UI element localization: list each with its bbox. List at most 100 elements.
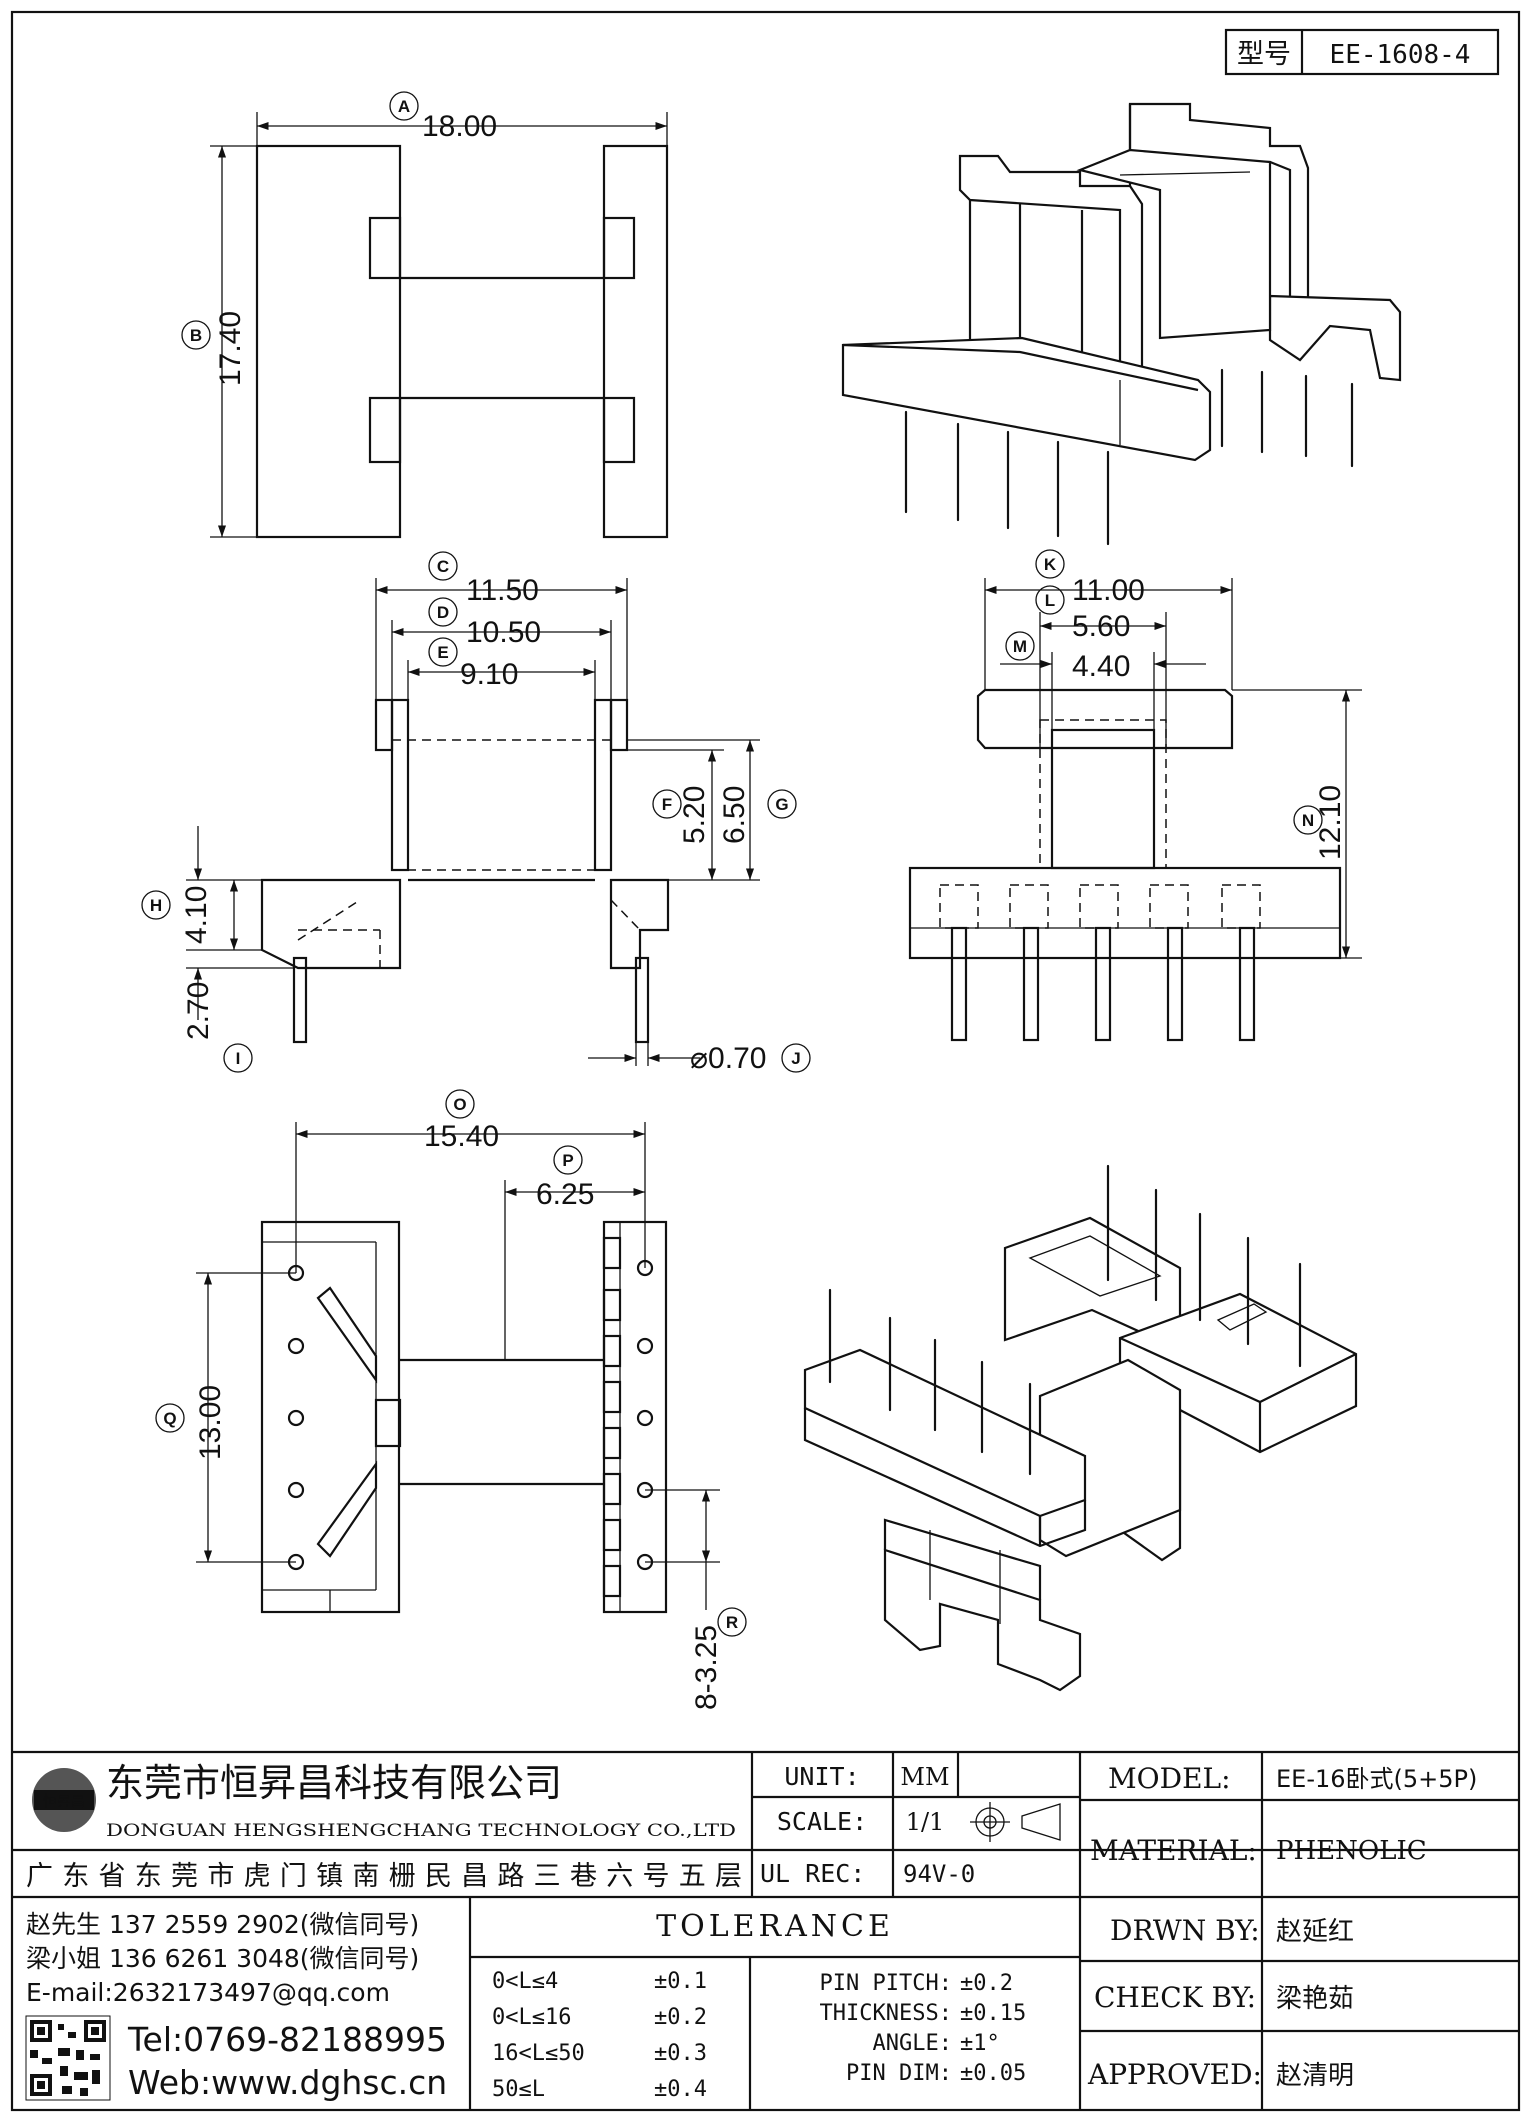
company-name-en: DONGUAN HENGSHENGCHANG TECHNOLOGY CO.,LT… bbox=[106, 1821, 736, 1841]
svg-text:P: P bbox=[562, 1151, 573, 1170]
dim-a-value: 18.00 bbox=[422, 110, 497, 143]
projection-symbol bbox=[970, 1802, 1061, 1842]
tolerance-range: 0<L≤16 bbox=[492, 2005, 571, 2030]
website: Web:www.dghsc.cn bbox=[128, 2063, 447, 2102]
check-label: CHECK BY: bbox=[1094, 1981, 1256, 2014]
dim-q-value: 13.00 bbox=[194, 1385, 227, 1460]
dim-g-bubble: G bbox=[767, 789, 797, 819]
tolerance-other-value: ±0.05 bbox=[960, 2061, 1026, 2086]
svg-text:恒昇昌: 恒昇昌 bbox=[43, 1794, 85, 1810]
tolerance-value: ±0.4 bbox=[654, 2077, 707, 2102]
qr-code bbox=[25, 2015, 111, 2101]
dim-j-value: ⌀0.70 bbox=[690, 1042, 766, 1075]
dim-o-bubble: O bbox=[445, 1089, 475, 1119]
dim-i-bubble: I bbox=[223, 1043, 253, 1073]
svg-text:D: D bbox=[437, 603, 449, 622]
company-address: 广东省东莞市虎门镇南栅民昌路三巷六号五层 bbox=[26, 1861, 742, 1892]
dim-m-bubble: M bbox=[1005, 631, 1035, 661]
dim-h-bubble: H bbox=[141, 890, 171, 920]
part-number-label: 型号 bbox=[1237, 39, 1291, 70]
dim-d-bubble: D bbox=[428, 597, 458, 627]
dim-e-value: 9.10 bbox=[460, 658, 518, 691]
part-number-value: EE-1608-4 bbox=[1330, 40, 1471, 70]
dim-p-bubble: P bbox=[553, 1145, 583, 1175]
email: E-mail:2632173497@qq.com bbox=[26, 1978, 390, 2007]
tolerance-other-value: ±0.2 bbox=[960, 1971, 1013, 1996]
ulrec-label: UL REC: bbox=[760, 1859, 865, 1888]
dim-r-bubble: R bbox=[717, 1607, 747, 1637]
contact-1: 赵先生 137 2559 2902(微信同号) bbox=[26, 1910, 419, 1939]
tolerance-title: TOLERANCE bbox=[656, 1909, 894, 1944]
drwn-label: DRWN BY: bbox=[1110, 1914, 1260, 1947]
company-name-cn: 东莞市恒昇昌科技有限公司 bbox=[106, 1761, 562, 1805]
scale-value: 1/1 bbox=[906, 1808, 945, 1836]
material-value: PHENOLIC bbox=[1276, 1836, 1427, 1866]
title-block: 恒昇昌 东莞市恒昇昌科技有限公司 DONGUAN HENGSHENGCHANG … bbox=[12, 1750, 1519, 2110]
svg-text:A: A bbox=[398, 97, 410, 116]
dim-f-bubble: F bbox=[652, 789, 682, 819]
dim-e-bubble: E bbox=[428, 637, 458, 667]
dim-f-value: 5.20 bbox=[678, 786, 711, 844]
tolerance-other-label: PIN DIM: bbox=[846, 2061, 952, 2086]
dim-n-bubble: N bbox=[1293, 805, 1323, 835]
tolerance-other-label: THICKNESS: bbox=[820, 2001, 952, 2026]
tolerance-table: 0<L≤4±0.10<L≤16±0.216<L≤50±0.350≤L±0.4PI… bbox=[492, 1969, 1026, 2102]
tolerance-other-label: PIN PITCH: bbox=[820, 1971, 952, 1996]
dim-r-value: 8-3.25 bbox=[690, 1625, 723, 1710]
tolerance-other-label: ANGLE: bbox=[873, 2031, 952, 2056]
svg-text:F: F bbox=[662, 795, 672, 814]
dim-h-value: 4.10 bbox=[180, 886, 213, 944]
contact-2: 梁小姐 136 6261 3048(微信同号) bbox=[26, 1944, 419, 1973]
dim-a-bubble: A bbox=[389, 91, 419, 121]
dim-c-value: 11.50 bbox=[466, 574, 539, 607]
svg-text:C: C bbox=[437, 557, 449, 576]
svg-text:N: N bbox=[1302, 811, 1314, 830]
approved-value: 赵清明 bbox=[1276, 2061, 1354, 2091]
front-view: C 11.50 D 10.50 E 9.10 F 5.20 bbox=[141, 551, 811, 1075]
scale-label: SCALE: bbox=[777, 1807, 867, 1836]
svg-text:G: G bbox=[775, 795, 788, 814]
sheet-border bbox=[10, 10, 1521, 2112]
tolerance-range: 16<L≤50 bbox=[492, 2041, 585, 2066]
tolerance-other-value: ±0.15 bbox=[960, 2001, 1026, 2026]
svg-text:J: J bbox=[791, 1049, 800, 1068]
svg-text:M: M bbox=[1013, 637, 1027, 656]
tolerance-other-value: ±1° bbox=[960, 2031, 1000, 2056]
dim-j-bubble: J bbox=[781, 1043, 811, 1073]
dim-d-value: 10.50 bbox=[466, 616, 541, 649]
dim-g-value: 6.50 bbox=[718, 786, 751, 844]
dim-k-value: 11.00 bbox=[1072, 574, 1145, 607]
svg-text:O: O bbox=[453, 1095, 466, 1114]
side-view: K 11.00 L 5.60 M 4.40 N 12.10 bbox=[908, 549, 1362, 1042]
unit-value: MM bbox=[900, 1763, 949, 1791]
svg-text:B: B bbox=[190, 326, 202, 345]
ulrec-value: 94V-0 bbox=[903, 1860, 975, 1888]
dim-i-value: 2.70 bbox=[182, 982, 215, 1040]
tolerance-value: ±0.2 bbox=[654, 2005, 707, 2030]
drwn-value: 赵延红 bbox=[1276, 1917, 1354, 1947]
isometric-view-bottom bbox=[803, 1164, 1358, 1692]
dim-b-value: 17.40 bbox=[214, 311, 247, 386]
material-label: MATERIAL: bbox=[1090, 1834, 1257, 1867]
svg-text:R: R bbox=[726, 1613, 738, 1632]
svg-text:L: L bbox=[1045, 591, 1055, 610]
bottom-view: O 15.40 P 6.25 Q 13.00 8-3.25 R bbox=[155, 1089, 747, 1710]
check-value: 梁艳茹 bbox=[1276, 1984, 1354, 2014]
top-view: A 18.00 B 17.40 bbox=[181, 91, 669, 539]
dim-l-bubble: L bbox=[1035, 585, 1065, 615]
approved-label: APPROVED: bbox=[1087, 2058, 1262, 2091]
model-value: EE-16卧式(5+5P) bbox=[1276, 1765, 1477, 1793]
dim-b-bubble: B bbox=[181, 320, 211, 350]
dim-n-value: 12.10 bbox=[1314, 785, 1347, 860]
company-logo: 恒昇昌 bbox=[32, 1768, 96, 1832]
svg-text:Q: Q bbox=[163, 1409, 176, 1428]
dim-k-bubble: K bbox=[1035, 549, 1065, 579]
tolerance-range: 50≤L bbox=[492, 2077, 545, 2102]
dim-o-value: 15.40 bbox=[424, 1120, 499, 1153]
part-number-box: 型号 EE-1608-4 bbox=[1224, 28, 1500, 76]
svg-text:K: K bbox=[1044, 555, 1057, 574]
dim-l-value: 5.60 bbox=[1072, 610, 1130, 643]
dim-q-bubble: Q bbox=[155, 1403, 185, 1433]
isometric-view-top bbox=[841, 102, 1402, 546]
